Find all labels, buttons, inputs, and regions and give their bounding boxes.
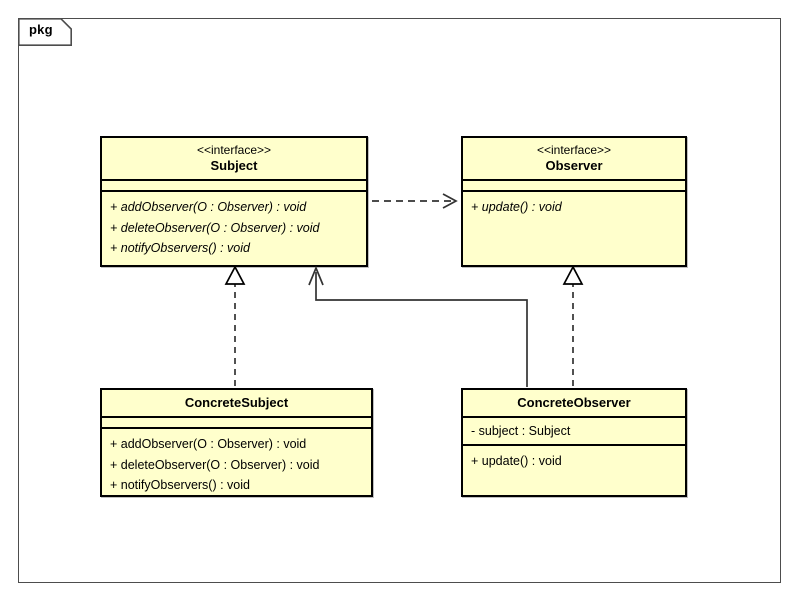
method-item: + update() : void: [471, 200, 562, 215]
stereotype-label: <<interface>>: [196, 143, 272, 157]
class-box-concrete-subject[interactable]: ConcreteSubject + addObserver(O : Observ…: [100, 388, 373, 497]
class-name-label: ConcreteSubject: [184, 395, 289, 410]
attributes-compartment-subject: [102, 181, 366, 193]
methods-compartment-observer: + update() : void: [463, 192, 685, 222]
method-item: + notifyObservers() : void: [110, 240, 250, 255]
class-header-concrete-subject: ConcreteSubject: [102, 390, 371, 419]
method-item: + addObserver(O : Observer) : void: [110, 200, 307, 215]
methods-compartment-concrete-subject: + addObserver(O : Observer) : void + del…: [102, 429, 371, 500]
method-item: + deleteObserver(O : Observer) : void: [110, 220, 320, 235]
package-label: pkg: [29, 22, 53, 37]
method-item: + update() : void: [471, 454, 562, 469]
attributes-compartment-concrete-subject: [102, 418, 371, 430]
method-item: + notifyObservers() : void: [110, 477, 250, 492]
package-frame: [18, 18, 781, 583]
class-box-observer[interactable]: <<interface>> Observer + update() : void: [461, 136, 687, 267]
class-name-label: ConcreteObserver: [517, 395, 631, 410]
methods-compartment-concrete-observer: + update() : void: [463, 446, 685, 476]
class-name-label: Subject: [210, 158, 258, 173]
class-box-concrete-observer[interactable]: ConcreteObserver - subject : Subject + u…: [461, 388, 687, 497]
class-name-label: Observer: [545, 158, 603, 173]
class-header-concrete-observer: ConcreteObserver: [463, 390, 685, 419]
class-header-observer: <<interface>> Observer: [463, 138, 685, 182]
method-item: + deleteObserver(O : Observer) : void: [110, 457, 320, 472]
attributes-compartment-concrete-observer: - subject : Subject: [463, 418, 685, 447]
stereotype-label: <<interface>>: [536, 143, 612, 157]
attribute-item: - subject : Subject: [471, 424, 571, 439]
attributes-compartment-observer: [463, 181, 685, 193]
class-box-subject[interactable]: <<interface>> Subject + addObserver(O : …: [100, 136, 368, 267]
methods-compartment-subject: + addObserver(O : Observer) : void + del…: [102, 192, 366, 263]
method-item: + addObserver(O : Observer) : void: [110, 437, 307, 452]
class-header-subject: <<interface>> Subject: [102, 138, 366, 182]
package-tab-shape: [18, 18, 72, 46]
